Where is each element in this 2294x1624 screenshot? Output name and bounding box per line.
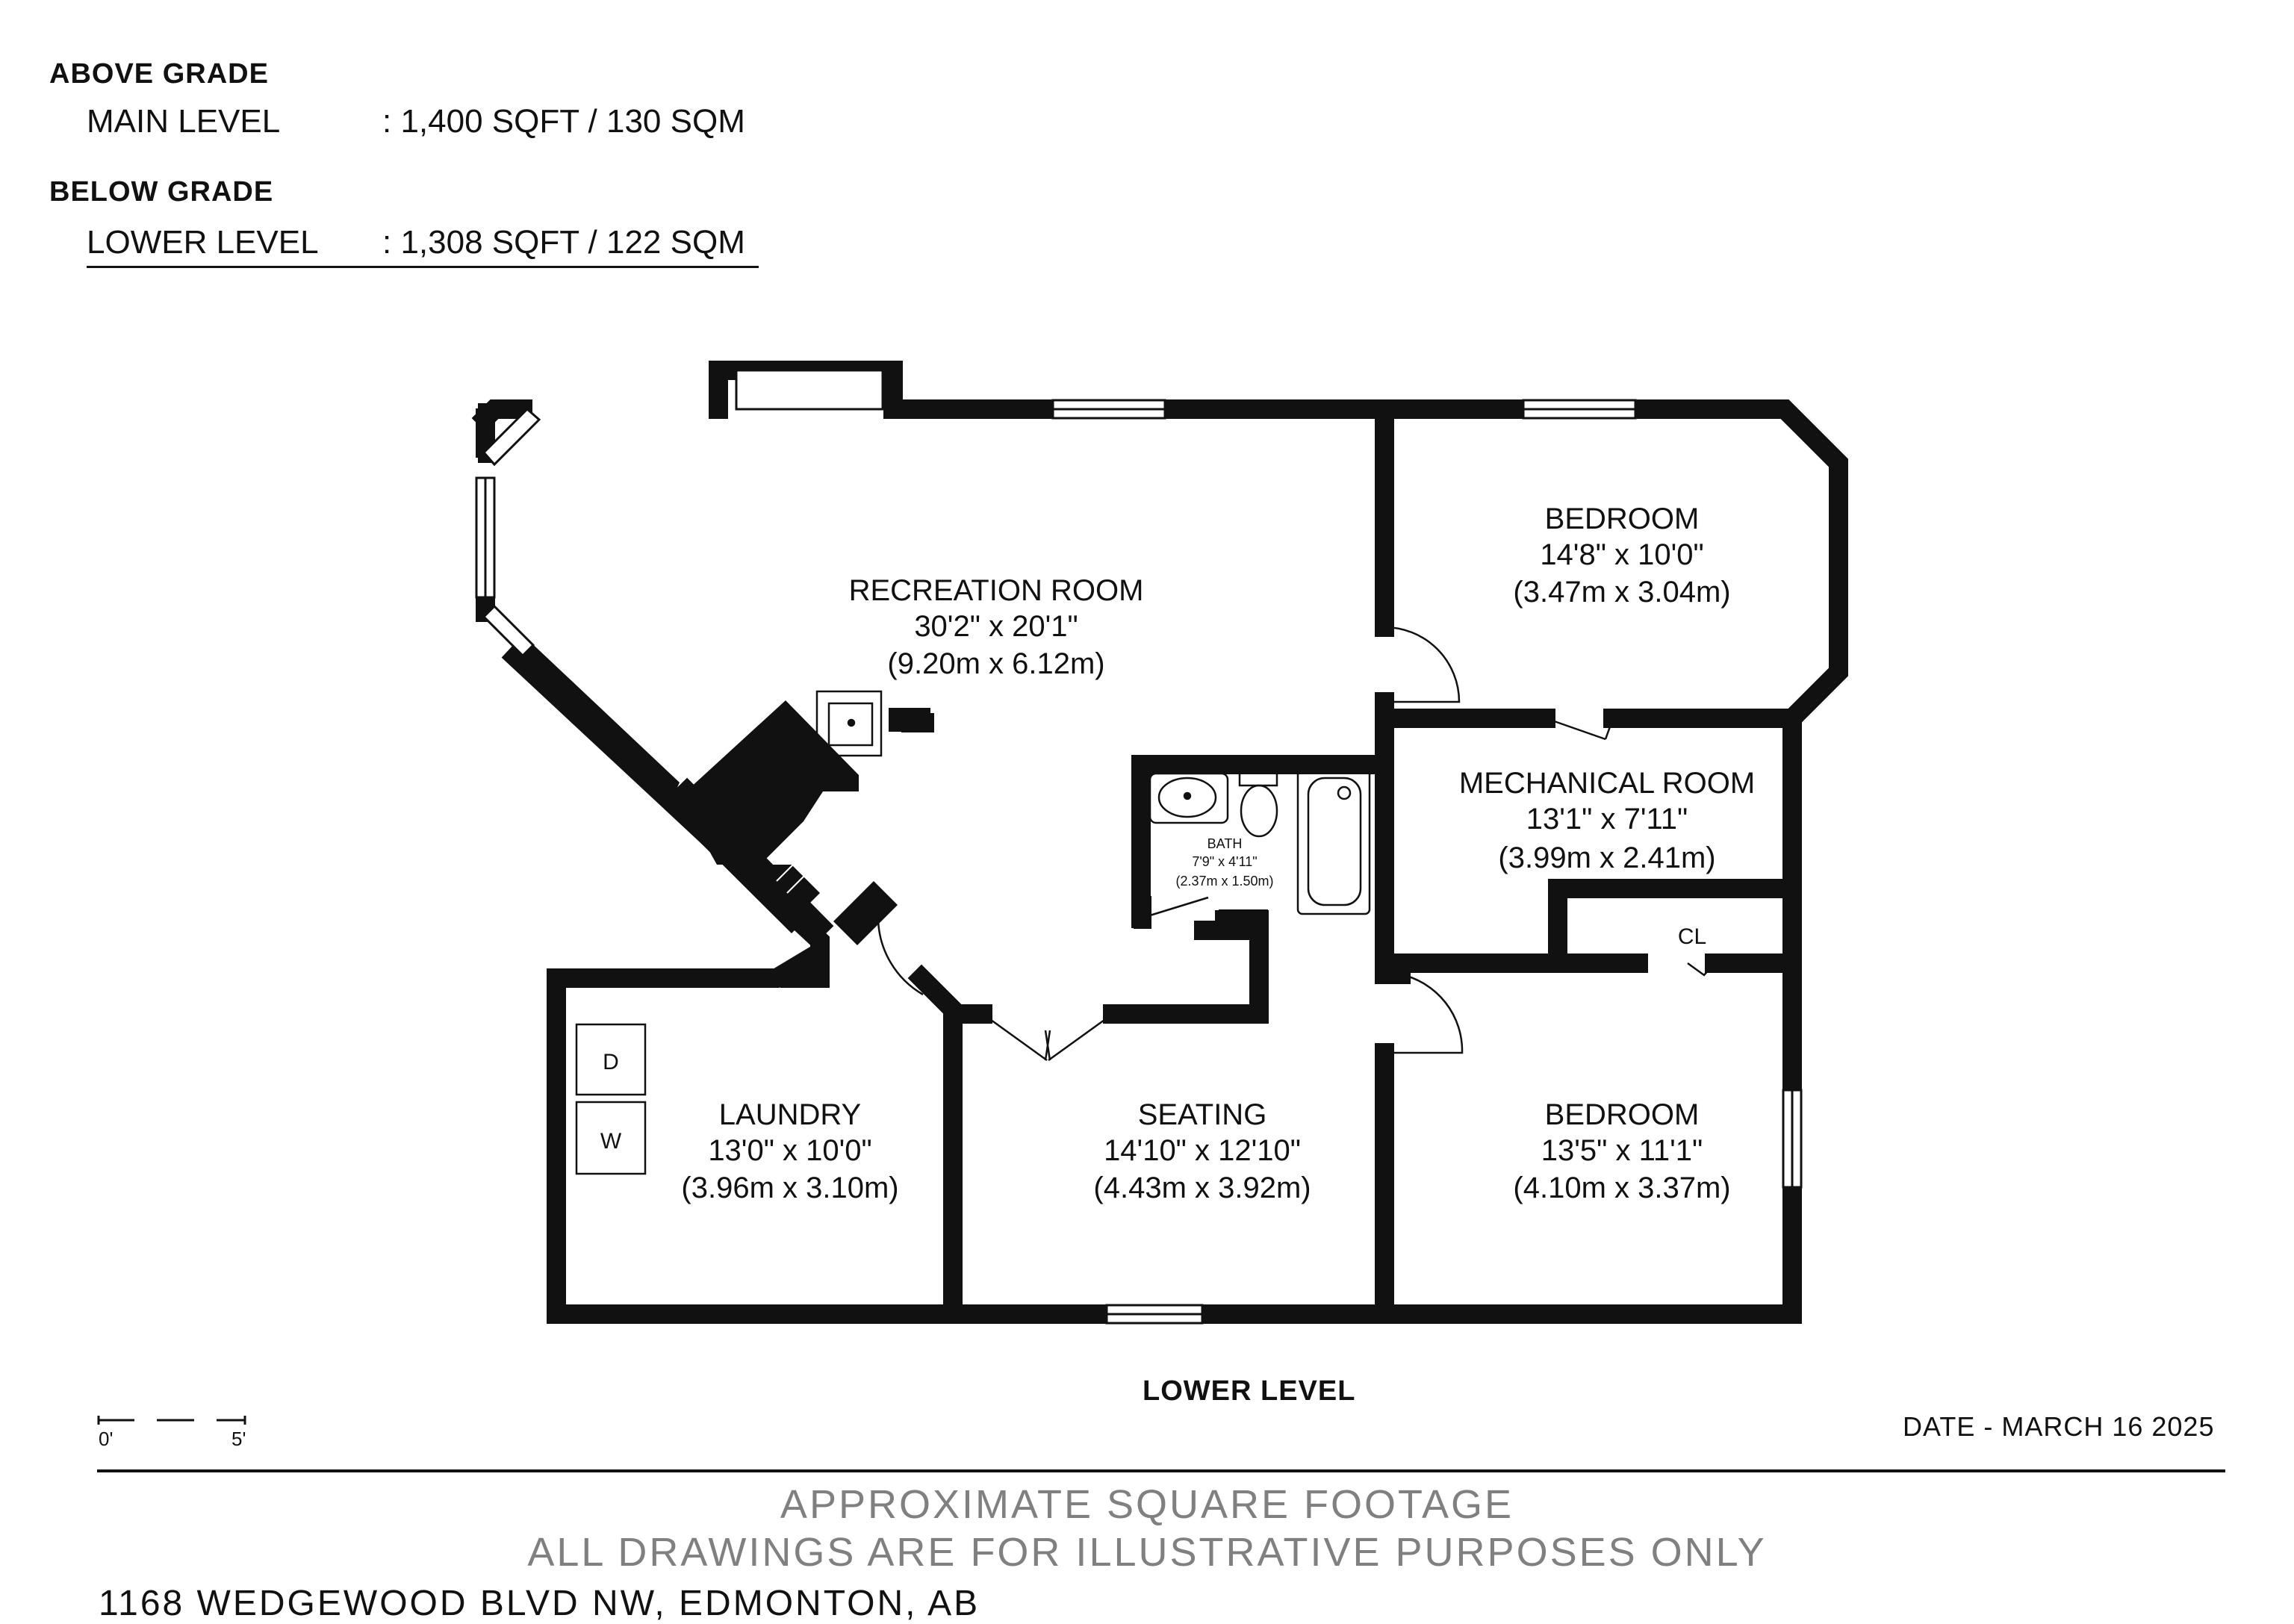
mechanical-room-dims: 13'1" x 7'11" [1526, 803, 1688, 836]
level-title: LOWER LEVEL [1143, 1375, 1356, 1407]
laundry-metric: (3.96m x 3.10m) [681, 1172, 898, 1204]
seating-metric: (4.43m x 3.92m) [1093, 1172, 1311, 1204]
dryer-label: D [603, 1050, 619, 1074]
address: 1168 WEDGEWOOD BLVD NW, EDMONTON, AB [99, 1584, 980, 1623]
summary-underline [87, 266, 759, 268]
closet-label: CL [1678, 924, 1706, 949]
bath-metric: (2.37m x 1.50m) [1175, 874, 1273, 889]
mechanical-room-name: MECHANICAL ROOM [1459, 767, 1755, 800]
solid-walls [478, 403, 1268, 945]
bedroom-1-metric: (3.47m x 3.04m) [1513, 576, 1730, 609]
bedroom-2-name: BEDROOM [1545, 1098, 1700, 1131]
recreation-room-dims: 30'2" x 20'1" [914, 610, 1078, 643]
washer-label: W [600, 1129, 622, 1154]
main-level-area: : 1,400 SQFT / 130 SQM [382, 103, 745, 140]
date-label: DATE - MARCH 16 2025 [1903, 1411, 2215, 1442]
seating-dims: 14'10" x 12'10" [1104, 1134, 1301, 1167]
bath-dims: 7'9" x 4'11" [1192, 854, 1257, 869]
recreation-room-metric: (9.20m x 6.12m) [887, 647, 1104, 680]
bath-name: BATH [1207, 836, 1243, 851]
bedroom-1-name: BEDROOM [1545, 503, 1700, 535]
laundry-dims: 13'0" x 10'0" [708, 1134, 871, 1167]
doors [877, 626, 1715, 1062]
main-level-label: MAIN LEVEL [87, 103, 281, 140]
lower-level-label: LOWER LEVEL [87, 224, 319, 261]
scale-start: 0' [99, 1428, 113, 1450]
bedroom-1-dims: 14'8" x 10'0" [1540, 538, 1703, 571]
scale-end: 5' [231, 1428, 246, 1450]
bath-fixtures [1148, 768, 1371, 915]
footer-divider [97, 1469, 2225, 1472]
laundry-sink [815, 690, 883, 757]
recreation-room-name: RECREATION ROOM [849, 574, 1144, 607]
above-grade-heading: ABOVE GRADE [49, 58, 269, 90]
lower-level-area: : 1,308 SQFT / 122 SQM [382, 224, 745, 261]
below-grade-heading: BELOW GRADE [49, 176, 274, 208]
bedroom-2-metric: (4.10m x 3.37m) [1513, 1172, 1730, 1204]
disclaimer-line-1: APPROXIMATE SQUARE FOOTAGE [780, 1482, 1514, 1527]
mechanical-room-metric: (3.99m x 2.41m) [1498, 841, 1715, 874]
stairs [776, 843, 825, 894]
scale-bar [97, 1416, 246, 1425]
seating-name: SEATING [1138, 1098, 1267, 1131]
laundry-name: LAUNDRY [719, 1098, 861, 1131]
disclaimer-line-2: ALL DRAWINGS ARE FOR ILLUSTRATIVE PURPOS… [527, 1530, 1767, 1575]
windows [475, 369, 1803, 1325]
washer-dryer [575, 1023, 647, 1175]
bedroom-2-dims: 13'5" x 11'1" [1541, 1134, 1703, 1167]
